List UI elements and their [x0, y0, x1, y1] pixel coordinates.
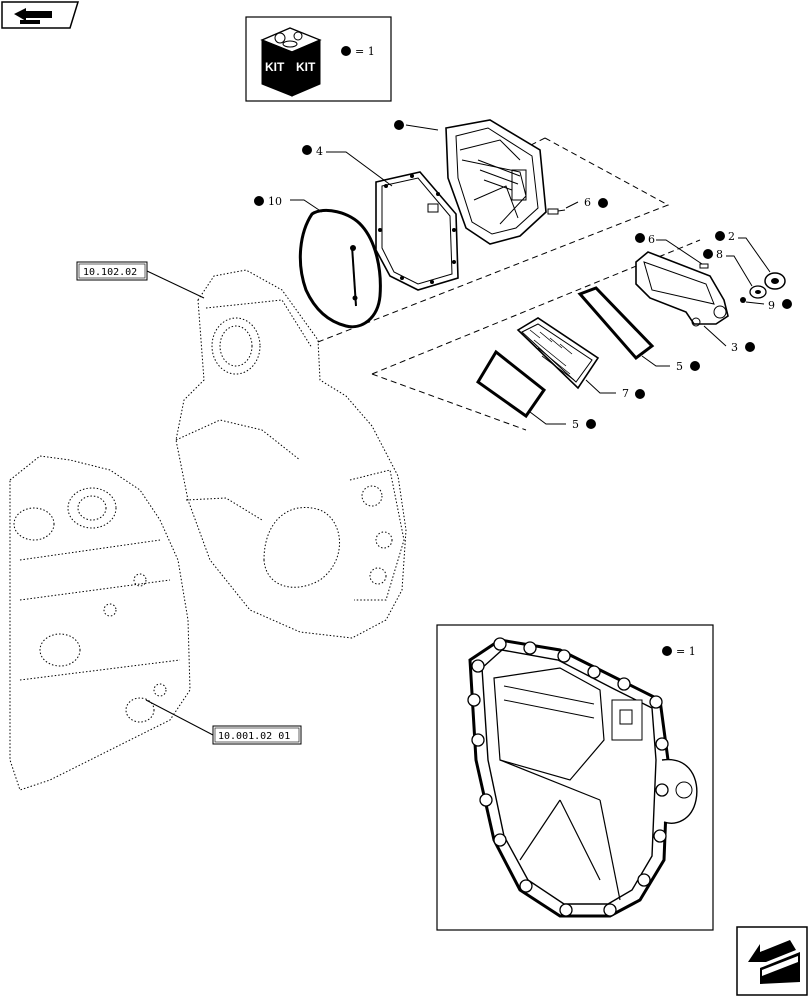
callout-7: 7 — [622, 387, 629, 400]
callout-dot-cover — [394, 120, 404, 130]
callout-leaders: 4 10 6 6 8 2 9 3 5 7 — [254, 120, 792, 431]
part-6-screw — [699, 263, 709, 269]
ref-engine-block-label: 10.001.02 01 — [218, 731, 290, 742]
callout-6-top: 6 — [584, 196, 591, 209]
kit-legend-equals: = 1 — [355, 45, 375, 58]
inset-legend-equals: = 1 — [676, 645, 696, 658]
arrow-back-icon[interactable] — [1, 1, 80, 29]
part-3-housing — [635, 251, 729, 327]
reference-engine-block[interactable]: 10.001.02 01 — [145, 699, 302, 745]
part-7-filter — [516, 317, 600, 390]
callout-5-low: 5 — [572, 418, 579, 431]
callout-10: 10 — [268, 195, 282, 208]
kit-label-left: KIT — [265, 60, 285, 74]
engine-block-reference-part — [9, 455, 191, 791]
callout-4: 4 — [316, 145, 323, 158]
front-cover-part — [445, 119, 547, 245]
reference-front-cover[interactable]: 10.102.02 — [76, 261, 205, 299]
timing-case-reference-part — [175, 269, 407, 639]
callout-6-mid: 6 — [648, 233, 655, 246]
part-10-gasket — [298, 209, 382, 329]
ref-front-cover-label: 10.102.02 — [83, 267, 137, 278]
inset-detail: = 1 — [436, 624, 714, 931]
arrow-next-icon[interactable] — [736, 926, 808, 996]
part-9-nut — [740, 297, 746, 303]
kit-label-right: KIT — [296, 60, 316, 74]
callout-8: 8 — [716, 248, 723, 261]
inset-cover-part — [467, 637, 698, 918]
callout-2: 2 — [728, 230, 735, 243]
kit-box-icon: KIT KIT — [260, 27, 322, 97]
callout-9: 9 — [768, 299, 775, 312]
legend-dot — [341, 46, 351, 56]
part-4-plate — [375, 171, 459, 291]
part-6-bolt — [547, 208, 566, 215]
callout-3: 3 — [731, 341, 738, 354]
part-5-gasket-upper — [577, 286, 655, 361]
kit-legend: KIT KIT = 1 — [245, 16, 392, 102]
callout-5-mid: 5 — [676, 360, 683, 373]
part-5-gasket-lower — [475, 349, 547, 419]
part-8-washer — [749, 285, 767, 299]
part-2-cap — [764, 272, 786, 290]
